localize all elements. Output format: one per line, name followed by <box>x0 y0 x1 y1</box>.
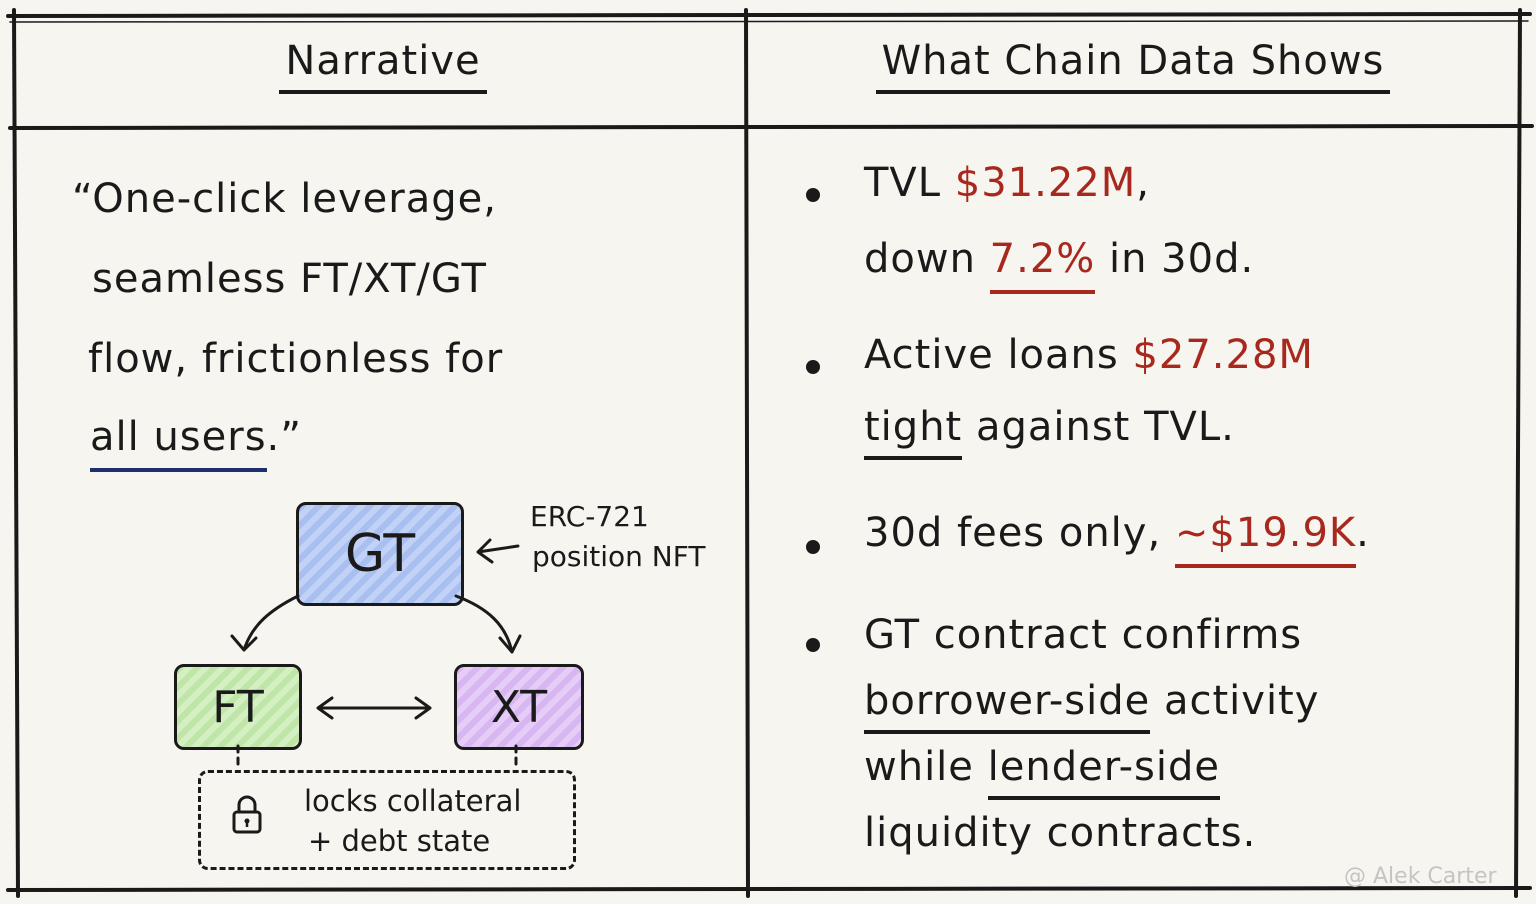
quote-closing: .” <box>266 414 302 460</box>
lock-note-line-1: locks collateral <box>304 784 522 818</box>
gt-to-ft-arrow <box>230 594 300 652</box>
fees-prefix: 30d fees only, <box>864 510 1175 556</box>
bullet-3-line-1: 30d fees only, ~$19.9K. <box>864 510 1370 568</box>
header-chain-data-label: What Chain Data Shows <box>875 36 1391 94</box>
bullet-dot-2 <box>806 360 820 374</box>
ft-label: FT <box>212 681 264 733</box>
activity-text: activity <box>1150 678 1320 724</box>
bullet-dot-1 <box>806 188 820 202</box>
loans-suffix: against TVL. <box>962 404 1235 450</box>
gt-label: GT <box>344 524 416 584</box>
loans-value: $27.28M <box>1132 332 1314 378</box>
lock-state-box <box>198 770 576 870</box>
tvl-prefix: TVL <box>864 160 955 206</box>
frame-right <box>1514 8 1522 898</box>
loans-underlined-tight: tight <box>864 404 963 460</box>
xt-box: XT <box>454 664 584 750</box>
bullet-4-line-2: borrower-side activity <box>864 678 1320 734</box>
gt-note-line-2: position NFT <box>532 540 706 573</box>
ft-xt-double-arrow <box>316 696 432 720</box>
bullet-dot-3 <box>806 540 820 554</box>
header-divider <box>8 124 1534 130</box>
frame-top <box>6 12 1532 18</box>
tvl-change-suffix: in 30d. <box>1095 236 1255 282</box>
watermark: @ Alek Carter <box>1344 864 1497 889</box>
gt-note-line-1: ERC-721 <box>530 500 649 533</box>
column-header-chain-data: What Chain Data Shows <box>750 36 1516 106</box>
frame-left <box>12 8 20 898</box>
lock-note-line-2: + debt state <box>308 824 491 858</box>
bullet-2-line-2: tight against TVL. <box>864 404 1235 460</box>
bullet-2-line-1: Active loans $27.28M <box>864 332 1314 378</box>
quote-line-4: all users.” <box>90 414 302 472</box>
ft-box: FT <box>174 664 302 750</box>
while-text: while <box>864 744 988 790</box>
lender-side-underlined: lender-side <box>987 744 1220 800</box>
quote-underlined-all-users: all users <box>90 414 267 472</box>
quote-line-2: seamless FT/XT/GT <box>92 256 487 302</box>
xt-label: XT <box>490 681 548 733</box>
column-header-narrative: Narrative <box>20 36 746 106</box>
bullet-1-line-2: down 7.2% in 30d. <box>864 236 1255 294</box>
bullet-1-line-1: TVL $31.22M, <box>864 160 1150 206</box>
fees-suffix: . <box>1356 510 1370 556</box>
tvl-comma: , <box>1136 160 1150 206</box>
column-divider <box>744 8 750 898</box>
tvl-value: $31.22M <box>954 160 1137 206</box>
fees-value: ~$19.9K <box>1174 510 1357 568</box>
bullet-4-line-4: liquidity contracts. <box>864 810 1257 856</box>
quote-line-3: flow, frictionless for <box>88 336 504 382</box>
note-arrow <box>476 538 520 564</box>
loans-prefix: Active loans <box>864 332 1133 378</box>
bullet-dot-4 <box>806 638 820 652</box>
gt-to-xt-arrow <box>454 594 522 654</box>
gt-box: GT <box>296 502 464 606</box>
header-narrative-label: Narrative <box>279 36 487 94</box>
bullet-4-line-1: GT contract confirms <box>864 612 1303 658</box>
tvl-change-pct: 7.2% <box>989 236 1096 294</box>
lock-icon <box>232 795 262 834</box>
bullet-4-line-3: while lender-side <box>864 744 1220 800</box>
frame-top-stroke <box>9 20 1529 23</box>
frame-bottom <box>6 886 1532 892</box>
quote-line-1: “One-click leverage, <box>72 176 497 222</box>
borrower-side-underlined: borrower-side <box>864 678 1151 734</box>
tvl-change-prefix: down <box>864 236 990 282</box>
